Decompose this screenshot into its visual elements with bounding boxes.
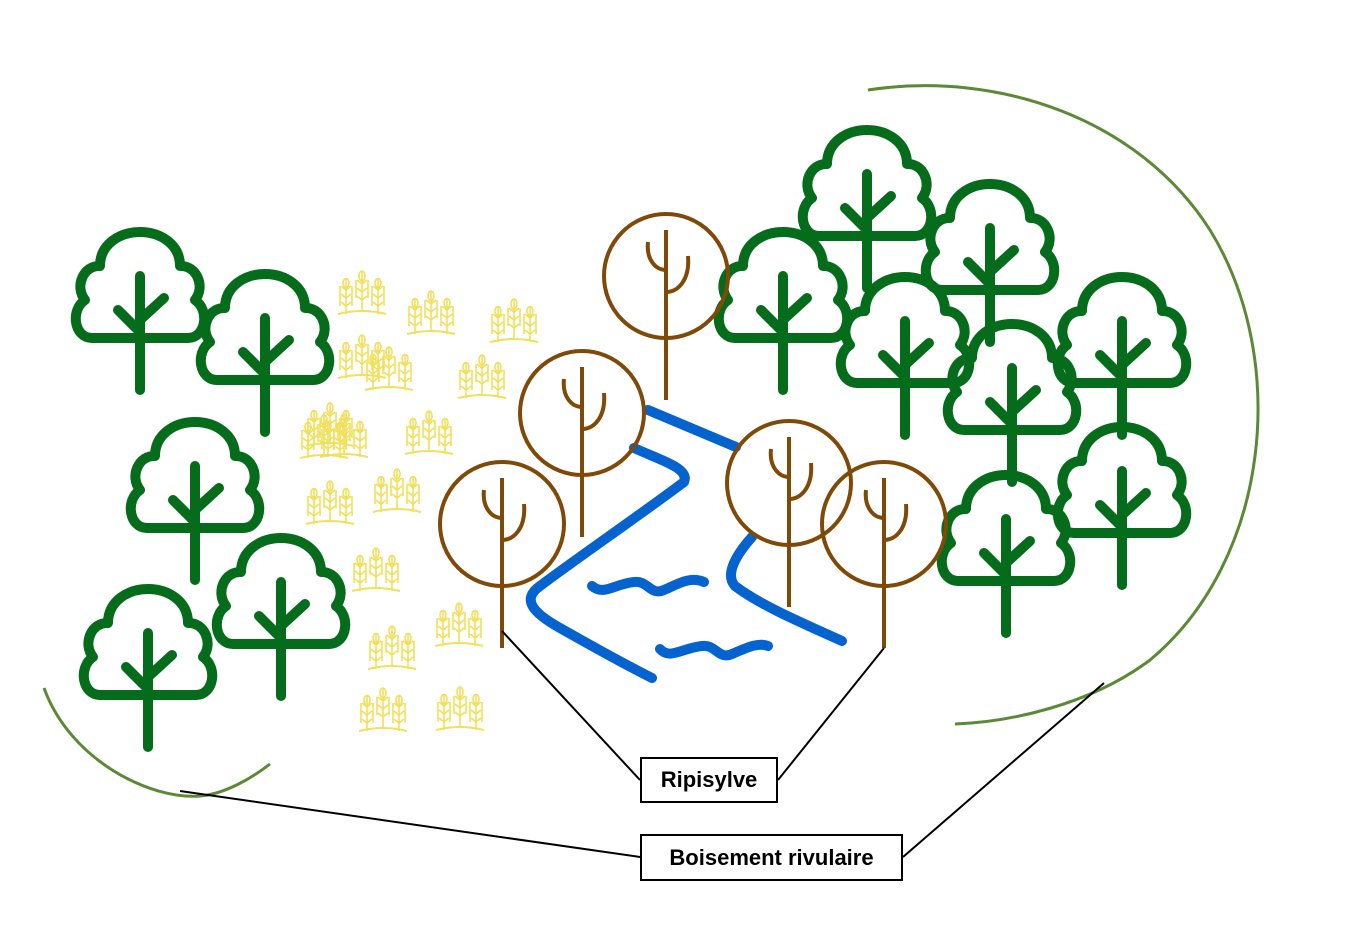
leader-line-boisement-left [179,790,641,858]
forest-trees-left [76,232,345,747]
wheat-icon [305,480,355,525]
wheat-icon [434,602,484,647]
river [525,405,847,683]
forest-tree-icon [942,475,1070,633]
boisement-rivulaire-label: Boisement rivulaire [640,834,903,881]
riparian-tree-icon [725,419,853,609]
river-ripple [655,639,773,661]
forest-tree-icon [217,538,345,696]
wheat-icon [337,270,387,315]
wheat-icon [404,410,454,455]
wheat-icon [435,686,485,731]
riparian-tree-icon [602,212,730,402]
boundary-arc-right [867,84,1260,726]
wheat-icon [337,334,387,379]
river-bank-left [525,443,690,683]
wheat-icon [406,290,456,335]
river-bank-upper [643,405,741,452]
wheat-icon [372,468,422,513]
forest-tree-icon [201,274,329,432]
river-ripple [587,574,709,597]
forest-tree-icon [926,184,1054,342]
forest-tree-icon [1058,427,1186,585]
wheat-icon [367,625,417,670]
wheat-icon [351,547,401,592]
boundary-arc-left [42,687,271,798]
leader-line-ripisylve-left [501,630,641,781]
wheat-icon [489,298,539,343]
river-bank-right [726,532,847,646]
forest-tree-icon [719,232,847,390]
wheat-icon [358,687,408,732]
leader-lines [179,630,1105,858]
leader-line-boisement-right [902,682,1105,858]
forest-tree-icon [76,232,204,390]
ripisylve-label: Ripisylve [640,757,778,803]
leader-line-ripisylve-right [777,647,885,781]
riparian-tree-icon [518,349,646,539]
riparian-tree-icon [820,460,948,650]
wheat-icon [457,354,507,399]
forest-tree-icon [84,589,212,747]
